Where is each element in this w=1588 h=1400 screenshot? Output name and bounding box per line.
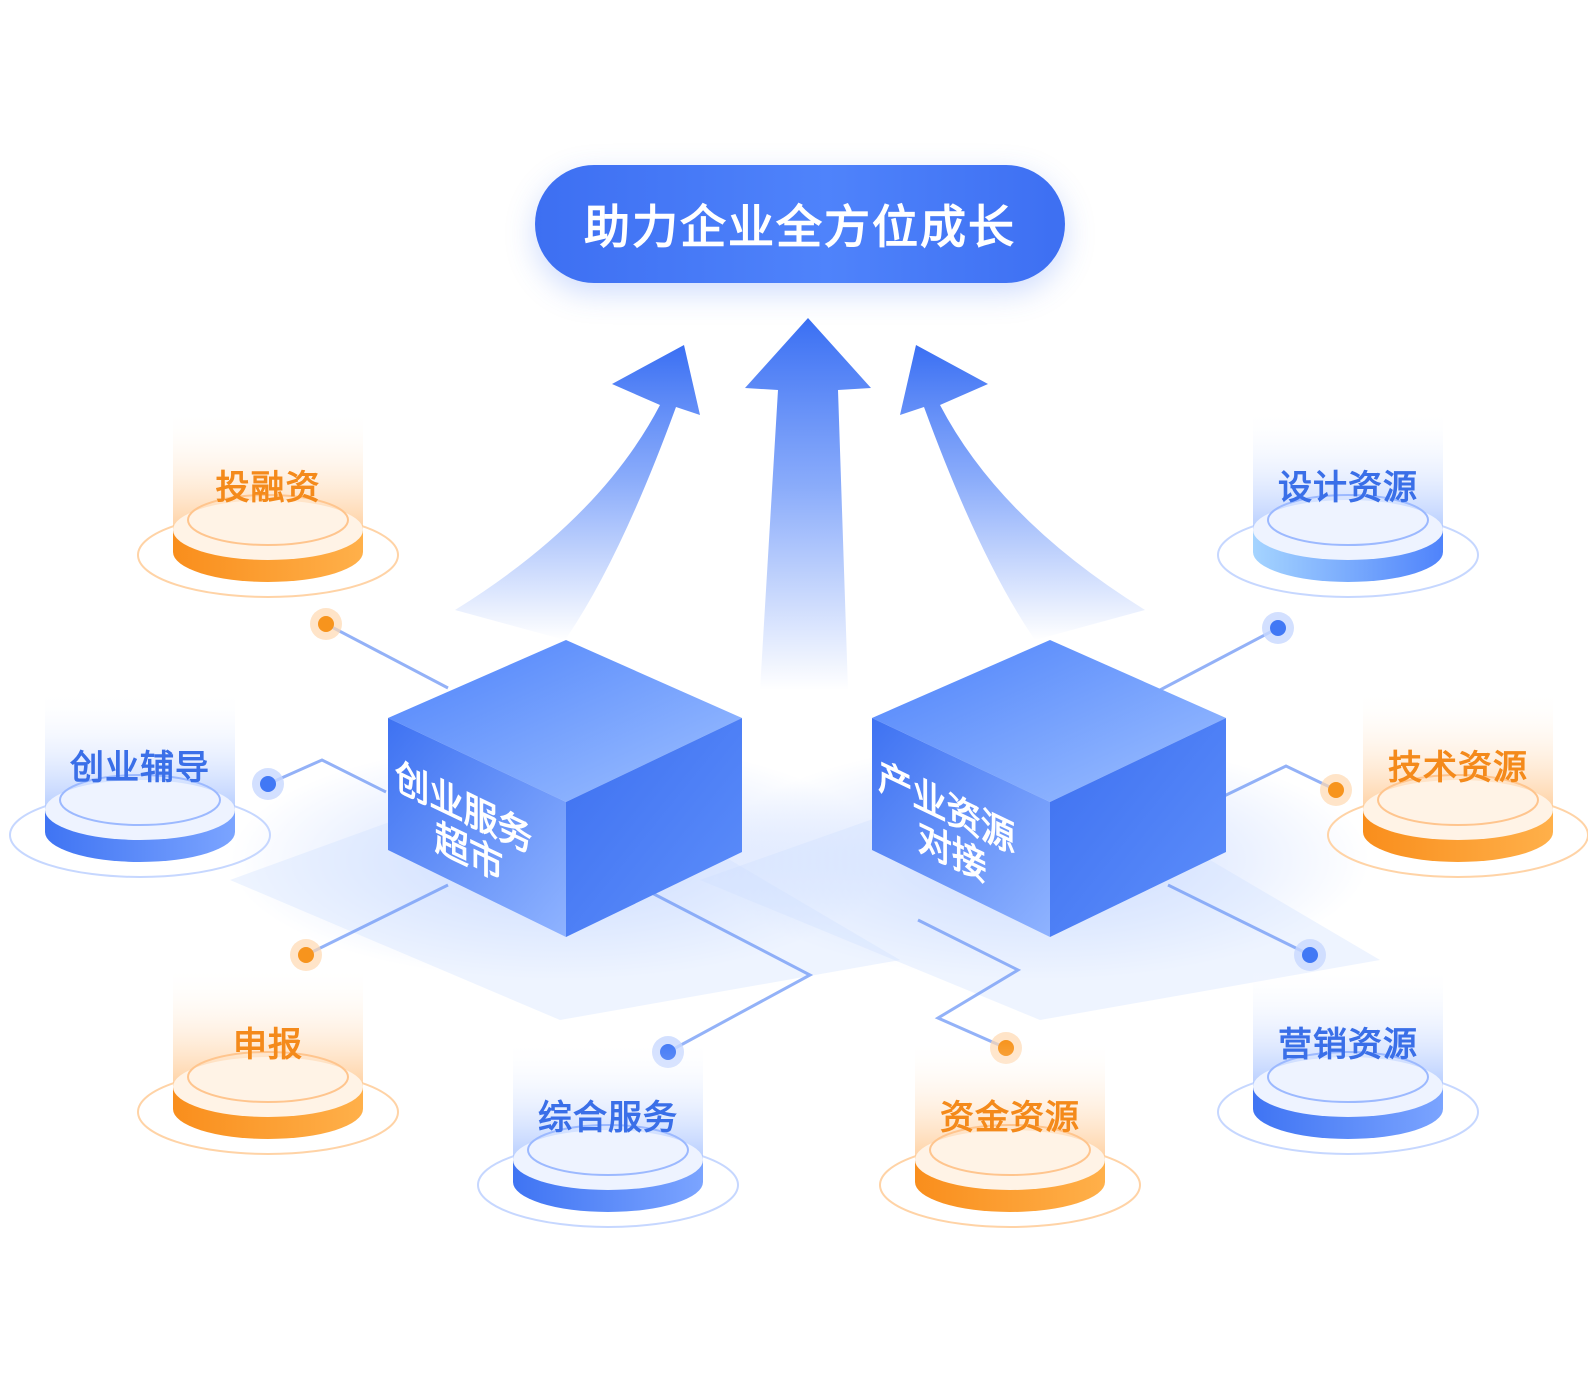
dot-investment — [310, 608, 342, 640]
growth-arrows — [455, 318, 1145, 690]
arrow-center — [745, 318, 871, 690]
dot-startup-guidance — [252, 768, 284, 800]
node-integrated-services: 综合服务 — [508, 1070, 708, 1270]
node-design-resources-label: 设计资源 — [1278, 468, 1418, 508]
node-investment-label: 投融资 — [215, 468, 321, 508]
cylinder-integrated-services — [477, 1040, 739, 1228]
dot-design-resources — [1262, 612, 1294, 644]
cylinder-investment — [137, 410, 399, 598]
cube-industry-resource-matching: 产业资源 对接 — [872, 640, 1226, 937]
cylinder-capital-resources — [879, 1040, 1141, 1228]
node-technology-resources-label: 技术资源 — [1388, 748, 1528, 788]
connector-lines — [267, 622, 1337, 1054]
growth-banner: 助力企业全方位成长 — [535, 165, 1065, 283]
cube-startup-service-market: 创业服务 超市 — [388, 640, 742, 937]
node-marketing-resources-label: 营销资源 — [1278, 1025, 1418, 1065]
cylinder-marketing-resources — [1217, 967, 1479, 1155]
cylinder-technology-resources — [1327, 690, 1588, 878]
node-integrated-services-label: 综合服务 — [538, 1098, 678, 1138]
arrow-right — [900, 345, 1145, 640]
node-startup-guidance-label: 创业辅导 — [70, 748, 210, 788]
node-declaration-label: 申报 — [233, 1025, 303, 1065]
dot-marketing-resources — [1294, 939, 1326, 971]
dot-declaration — [290, 939, 322, 971]
node-design-resources: 设计资源 — [1248, 440, 1448, 640]
banner-title: 助力企业全方位成长 — [584, 200, 1016, 254]
dot-technology-resources — [1320, 774, 1352, 806]
cylinder-startup-guidance — [9, 690, 271, 878]
node-startup-guidance: 创业辅导 — [40, 720, 240, 920]
node-declaration: 申报 — [168, 997, 368, 1197]
cylinder-declaration — [137, 967, 399, 1155]
node-capital-resources-label: 资金资源 — [940, 1098, 1080, 1138]
node-investment: 投融资 — [168, 440, 368, 640]
node-marketing-resources: 营销资源 — [1248, 997, 1448, 1197]
cylinder-design-resources — [1217, 410, 1479, 598]
node-technology-resources: 技术资源 — [1358, 720, 1558, 920]
node-capital-resources: 资金资源 — [910, 1070, 1110, 1270]
arrow-left — [455, 345, 700, 640]
